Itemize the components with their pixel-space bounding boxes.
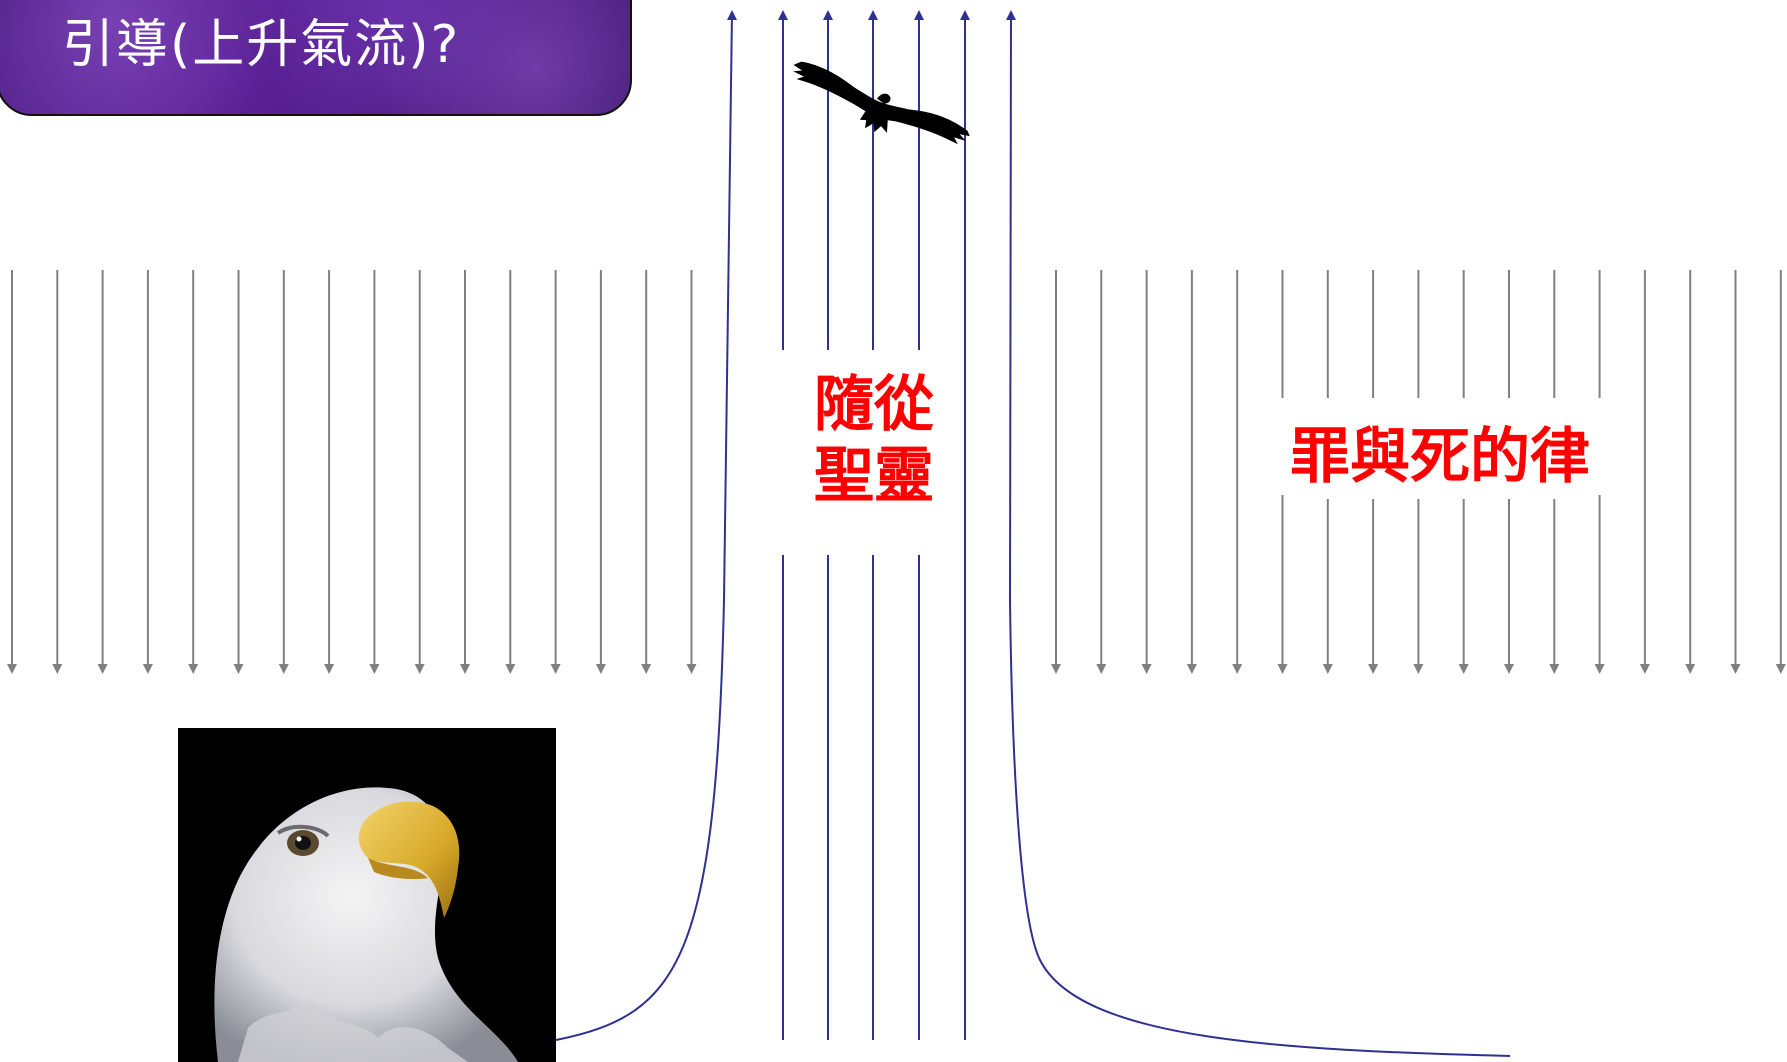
updraft-curve-left bbox=[555, 10, 737, 1041]
updraft-lines-group bbox=[555, 10, 1511, 1057]
downward-arrows-group bbox=[7, 270, 1786, 674]
eagle-photo bbox=[178, 728, 556, 1062]
eagle-beak bbox=[358, 801, 460, 918]
updraft-curve-right bbox=[1006, 10, 1511, 1057]
title-text: 引導(上升氣流)? bbox=[62, 15, 461, 75]
follow-spirit-line2: 聖靈 bbox=[814, 440, 934, 511]
follow-spirit-label: 隨從 聖靈 bbox=[810, 370, 938, 512]
soaring-eagle-icon bbox=[793, 61, 970, 145]
follow-spirit-line1: 隨從 bbox=[814, 370, 934, 440]
title-banner: 引導(上升氣流)? bbox=[0, 0, 632, 116]
law-of-sin-and-death-label: 罪與死的律 bbox=[1284, 416, 1596, 499]
